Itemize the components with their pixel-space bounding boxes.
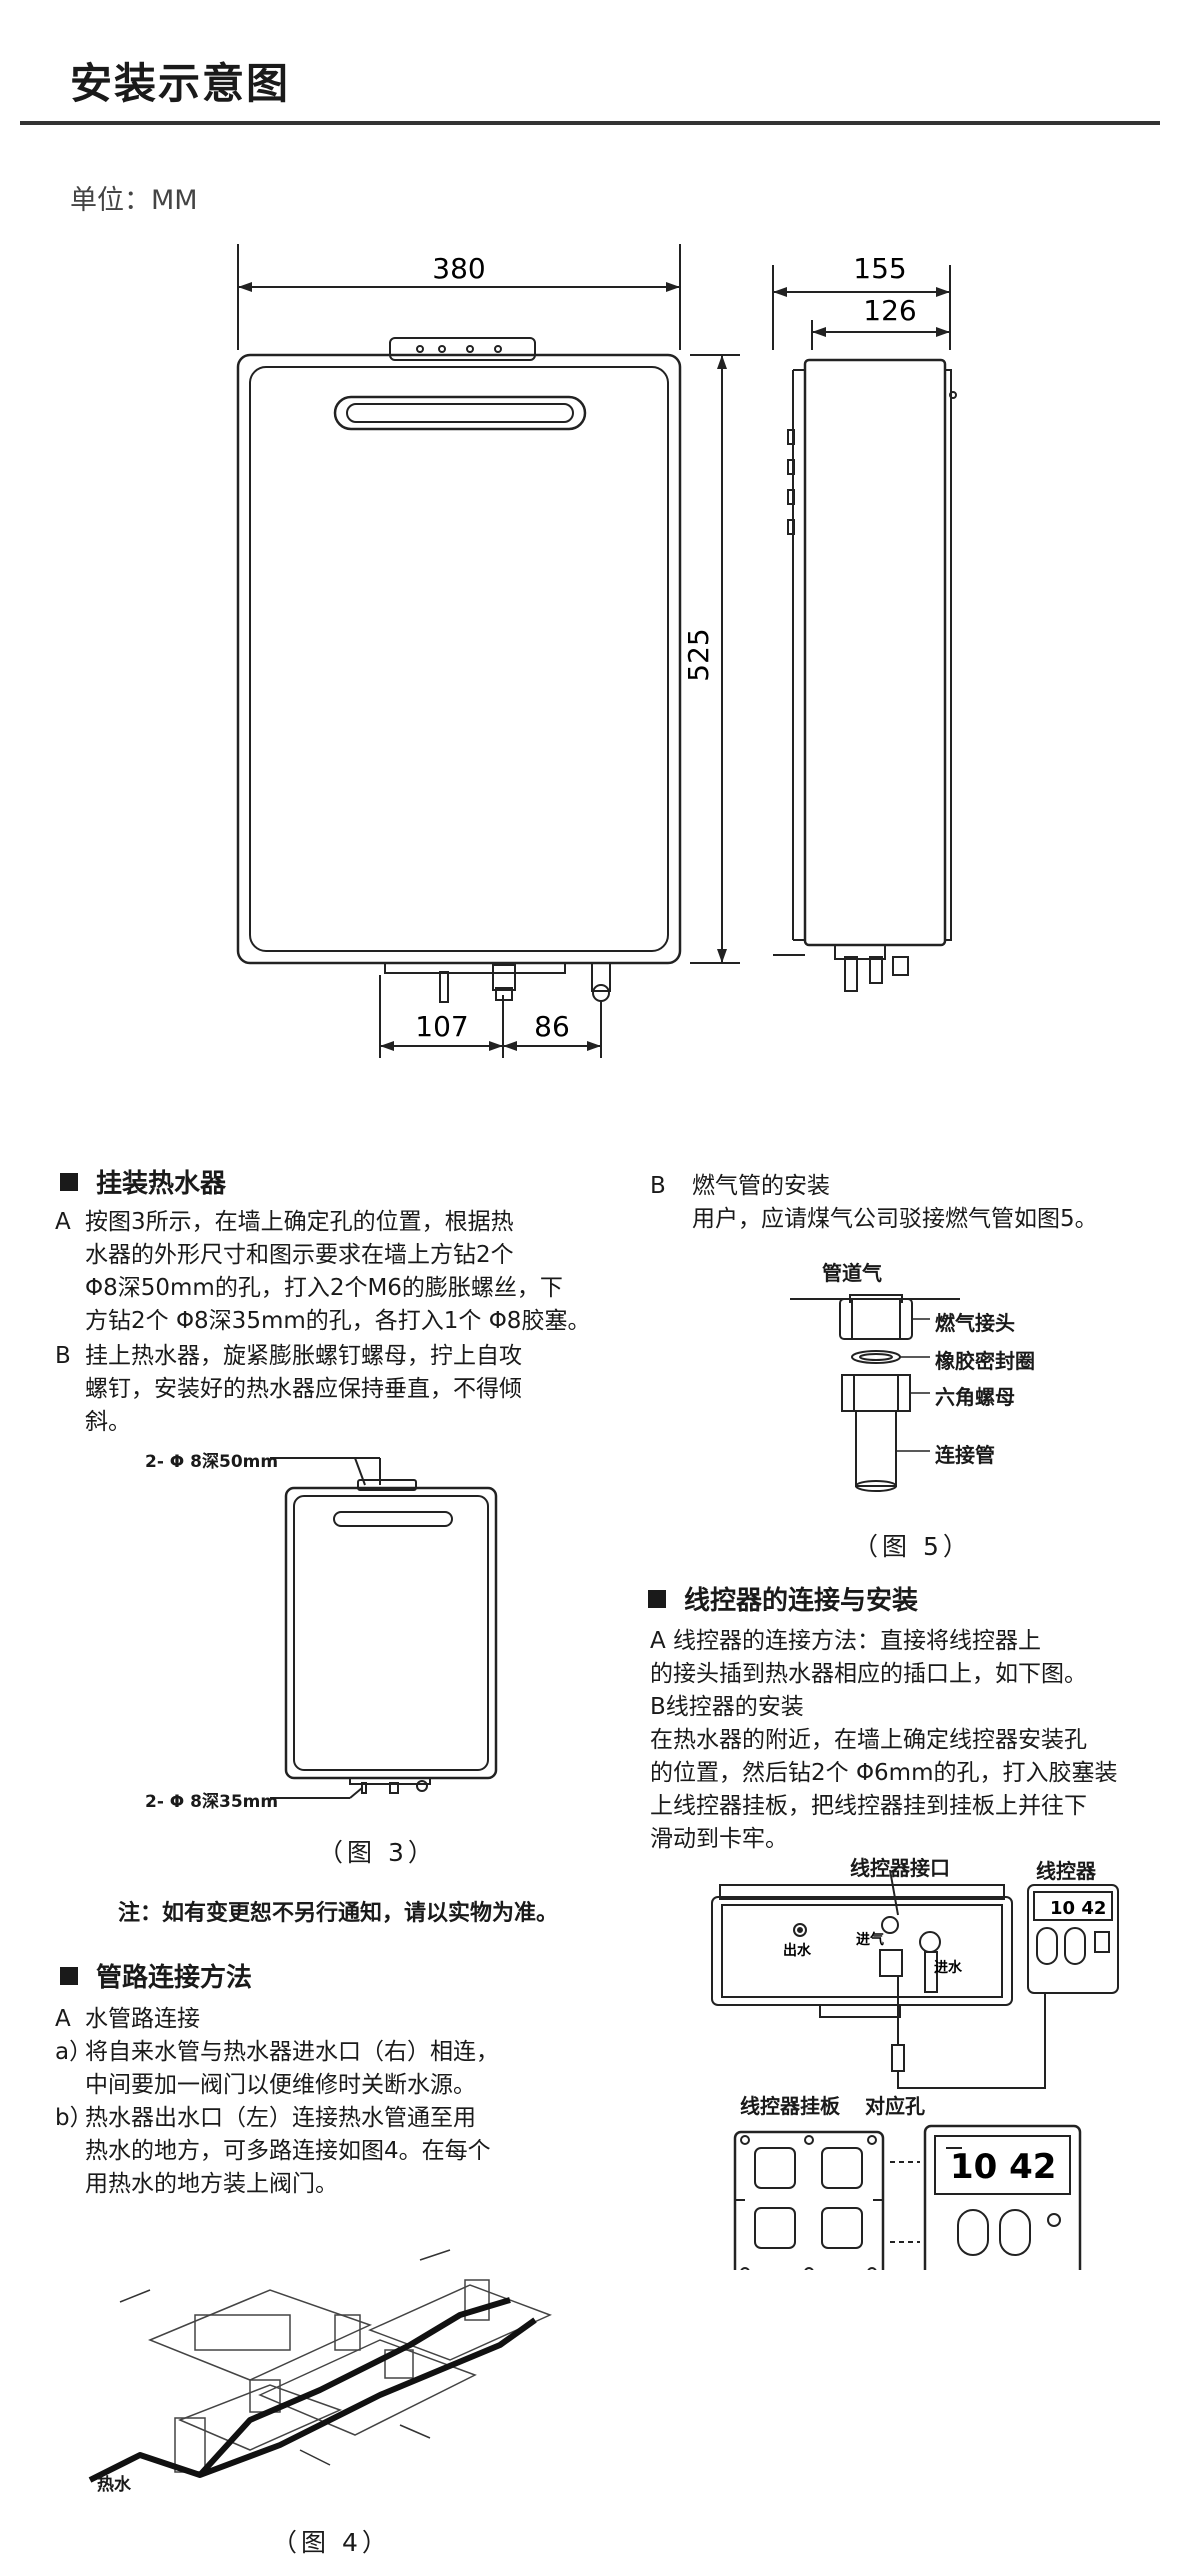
controller-step-b: B线控器的安装 在热水器的附近，在墙上确定线控器安装孔 的位置，然后钻2个 Φ6…: [650, 1694, 1118, 1852]
fig-holes-label: 对应孔: [865, 2094, 925, 2118]
small-display-readout: 10 42: [1050, 1898, 1106, 1919]
fig-out-label: 出水: [783, 1942, 812, 1959]
dim-pipe-left-label: 107: [415, 1010, 468, 1043]
page-title: 安装示意图: [70, 59, 291, 108]
dim-pipe-right-label: 86: [534, 1010, 570, 1043]
dimension-drawing: 380 155 126 525 107 86: [236, 244, 957, 1058]
large-display-readout: 10 42: [950, 2147, 1056, 2187]
figure-4-piping: [88, 2249, 552, 2483]
fig-port-label: 线控器接口: [850, 1856, 950, 1880]
fig-in-label: 进水: [934, 1959, 963, 1976]
section-hang-heading: 挂装热水器: [60, 1163, 226, 1200]
controller-connection-figure: 出水 进气 进水 10 42 10 42: [711, 1869, 1119, 2270]
unit-label: 单位：MM: [70, 185, 198, 216]
figure-5-gas-fitting: [790, 1294, 960, 1492]
square-bullet-icon: [648, 1590, 666, 1608]
square-bullet-icon: [60, 1173, 78, 1191]
fig-gas-label: 进气: [856, 1931, 884, 1948]
fig5-connector-label: 燃气接头: [935, 1311, 1015, 1335]
dim-depth-total-label: 155: [853, 252, 906, 285]
fig3-bottom-hole-label: 2- Φ 8深35mm: [145, 1792, 279, 1812]
fig5-nut-label: 六角螺母: [935, 1385, 1015, 1409]
fig4-caption: （图 4）: [272, 2528, 391, 2557]
fig4-hot-water-label: 热水: [97, 2475, 131, 2495]
dim-depth-body-label: 126: [863, 294, 916, 327]
fig-plate-label: 线控器挂板: [740, 2094, 840, 2118]
change-notice: 注：如有变更恕不另行通知，请以实物为准。: [118, 1901, 559, 1926]
title-divider: [20, 121, 1160, 125]
section-pipe-heading: 管路连接方法: [60, 1957, 252, 1994]
fig3-caption: （图 3）: [318, 1838, 437, 1867]
fig5-pipe-gas-label: 管道气: [822, 1261, 882, 1285]
fig-controller-label: 线控器: [1036, 1859, 1096, 1883]
square-bullet-icon: [60, 1967, 78, 1985]
fig5-tube-label: 连接管: [935, 1443, 995, 1467]
dim-height-label: 525: [682, 628, 715, 681]
fig3-top-hole-label: 2- Φ 8深50mm: [145, 1452, 279, 1472]
controller-step-a: A 线控器的连接方法：直接将线控器上 的接头插到热水器相应的插口上，如下图。: [650, 1628, 1087, 1687]
section-controller-heading: 线控器的连接与安装: [648, 1580, 918, 1617]
dim-width-label: 380: [432, 252, 485, 285]
fig5-seal-label: 橡胶密封圈: [935, 1349, 1035, 1373]
fig5-caption: （图 5）: [853, 1532, 972, 1561]
figure-3-heater: [270, 1457, 498, 1799]
